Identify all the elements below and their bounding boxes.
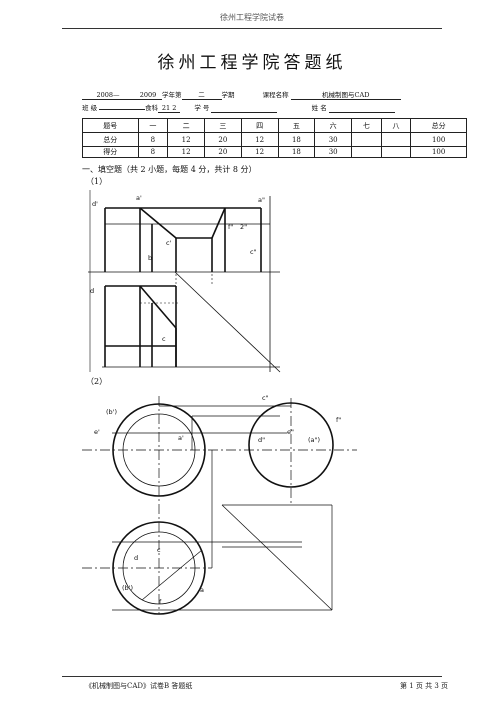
footer-page: 第 1 页 共 3 页 bbox=[400, 682, 449, 690]
fig1-label-f-dprime: f" bbox=[228, 223, 233, 231]
footer-rule bbox=[62, 676, 442, 677]
score-header-cell: 四 bbox=[240, 118, 279, 133]
score-got-cell[interactable]: 30 bbox=[314, 146, 353, 158]
score-got-cell[interactable]: 18 bbox=[277, 146, 316, 158]
class-suffix: 食科 bbox=[145, 104, 159, 112]
fig2-label-f-dprime: f" bbox=[336, 416, 341, 424]
score-total-row: 总分 8 12 20 12 18 30 100 bbox=[82, 132, 467, 147]
score-total-cell: 20 bbox=[203, 132, 242, 147]
score-header-cell: 题号 bbox=[82, 118, 139, 133]
fig2-label-d-dprime: d" bbox=[258, 436, 265, 444]
student-id-label: 学 号 bbox=[194, 104, 210, 112]
class-code: 21 2 bbox=[158, 104, 181, 113]
score-got-cell[interactable]: 12 bbox=[167, 146, 205, 158]
score-got-cell[interactable]: 12 bbox=[240, 146, 279, 158]
figure-1-drawing: d' a' a" c' f" 2" c" b d c bbox=[88, 190, 281, 373]
fig1-label-b: b bbox=[148, 254, 152, 262]
course-name: 机械制图与CAD bbox=[290, 89, 401, 100]
score-header-row: 题号 一 二 三 四 五 六 七 八 总分 bbox=[82, 118, 467, 133]
fig1-label-a-prime: a' bbox=[136, 194, 142, 202]
score-header-cell: 八 bbox=[380, 118, 412, 133]
name-label: 姓 名 bbox=[311, 104, 327, 112]
fig1-label-d-prime: d' bbox=[92, 200, 98, 208]
fig2-label-c-dprime: c" bbox=[262, 394, 269, 402]
score-header-cell: 五 bbox=[277, 118, 316, 133]
footer-left: 《机械制图与CAD》试卷B 答题纸 bbox=[85, 682, 193, 690]
score-total-cell bbox=[380, 132, 412, 147]
score-got-cell: 得分 bbox=[82, 146, 139, 158]
class-label: 班 级 bbox=[82, 104, 98, 112]
course-label: 课程名称 bbox=[262, 91, 289, 99]
score-total-cell: 12 bbox=[240, 132, 279, 147]
year-end: 2009 bbox=[134, 91, 162, 100]
section-heading: 一、填空题（共 2 小题，每题 4 分，共计 8 分） bbox=[82, 165, 257, 174]
page-title: 徐州工程学院答题纸 bbox=[157, 53, 347, 73]
score-total-cell: 12 bbox=[167, 132, 205, 147]
fig2-label-a: a bbox=[200, 586, 204, 594]
score-header-cell: 二 bbox=[167, 118, 205, 133]
question-2-label: （2） bbox=[86, 377, 108, 386]
fig1-label-a-dprime: a" bbox=[258, 196, 265, 204]
score-total-cell bbox=[351, 132, 382, 147]
score-total-cell: 8 bbox=[137, 132, 169, 147]
score-got-cell[interactable]: 8 bbox=[137, 146, 169, 158]
score-got-row: 得分 8 12 20 12 18 30 100 bbox=[82, 146, 467, 158]
fig1-label-d: d bbox=[90, 287, 94, 295]
class-value bbox=[99, 109, 146, 110]
score-header-cell: 七 bbox=[351, 118, 382, 133]
score-total-cell: 18 bbox=[277, 132, 316, 147]
fig2-label-b-paren: (b') bbox=[122, 584, 133, 592]
score-total-cell: 100 bbox=[410, 132, 467, 147]
figure-2-drawing: (b') e' a' c" f" e" d" (a") c d (b') f a bbox=[82, 394, 357, 615]
score-got-cell[interactable] bbox=[351, 146, 382, 158]
fig2-label-c: c bbox=[157, 546, 161, 554]
score-header-cell: 总分 bbox=[410, 118, 467, 133]
score-table: 题号 一 二 三 四 五 六 七 八 总分 总分 8 12 20 12 18 3… bbox=[82, 118, 467, 158]
fig2-label-f: f bbox=[159, 598, 162, 606]
fig2-label-e-dprime: e" bbox=[287, 428, 294, 436]
fig1-label-c-prime: c' bbox=[166, 239, 172, 247]
score-got-cell[interactable]: 100 bbox=[410, 146, 467, 158]
fig1-label-2-dprime: 2" bbox=[240, 223, 247, 231]
term-label: 学期 bbox=[221, 91, 235, 99]
fig2-label-d: d bbox=[134, 554, 138, 562]
fig1-label-c: c bbox=[162, 335, 166, 343]
score-total-cell: 总分 bbox=[82, 132, 139, 147]
score-header-cell: 三 bbox=[203, 118, 242, 133]
question-1-label: （1） bbox=[86, 177, 108, 186]
score-header-cell: 六 bbox=[314, 118, 353, 133]
score-got-cell[interactable] bbox=[380, 146, 412, 158]
fig1-label-c-dprime: c" bbox=[250, 248, 257, 256]
term-value: 二 bbox=[181, 89, 222, 100]
fig2-label-a-prime: a' bbox=[178, 434, 184, 442]
fig2-label-b-prime: (b') bbox=[106, 408, 117, 416]
page-header: 徐州工程学院试卷 bbox=[220, 13, 284, 22]
name-field[interactable] bbox=[328, 104, 395, 113]
year-start: 2008— bbox=[82, 91, 134, 100]
fig2-label-e-prime: e' bbox=[94, 428, 100, 436]
academic-year-label: 学年第 bbox=[162, 91, 182, 99]
score-header-cell: 一 bbox=[137, 118, 169, 133]
score-total-cell: 30 bbox=[314, 132, 353, 147]
score-got-cell[interactable]: 20 bbox=[203, 146, 242, 158]
fig2-label-a-dprime: (a") bbox=[308, 436, 320, 444]
header-rule bbox=[62, 28, 442, 29]
student-id-field[interactable] bbox=[211, 104, 278, 113]
